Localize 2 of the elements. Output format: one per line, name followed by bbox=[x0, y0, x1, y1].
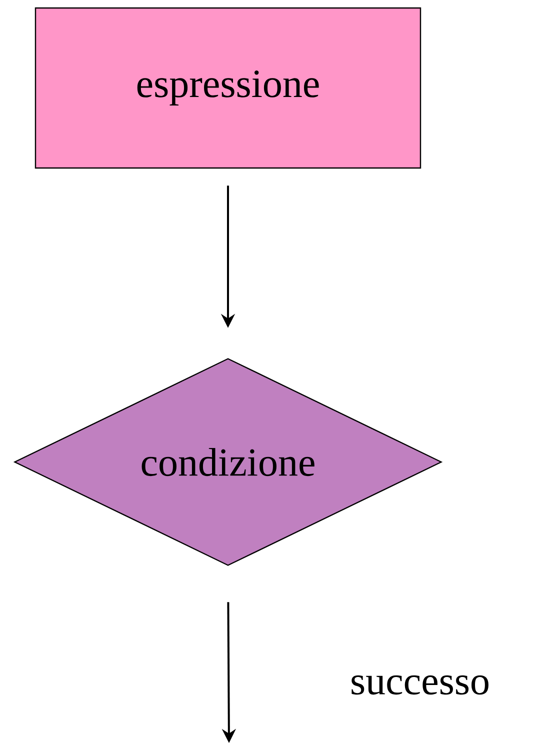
process-box: espressione bbox=[34, 7, 422, 169]
edge-label: successo bbox=[352, 675, 488, 695]
